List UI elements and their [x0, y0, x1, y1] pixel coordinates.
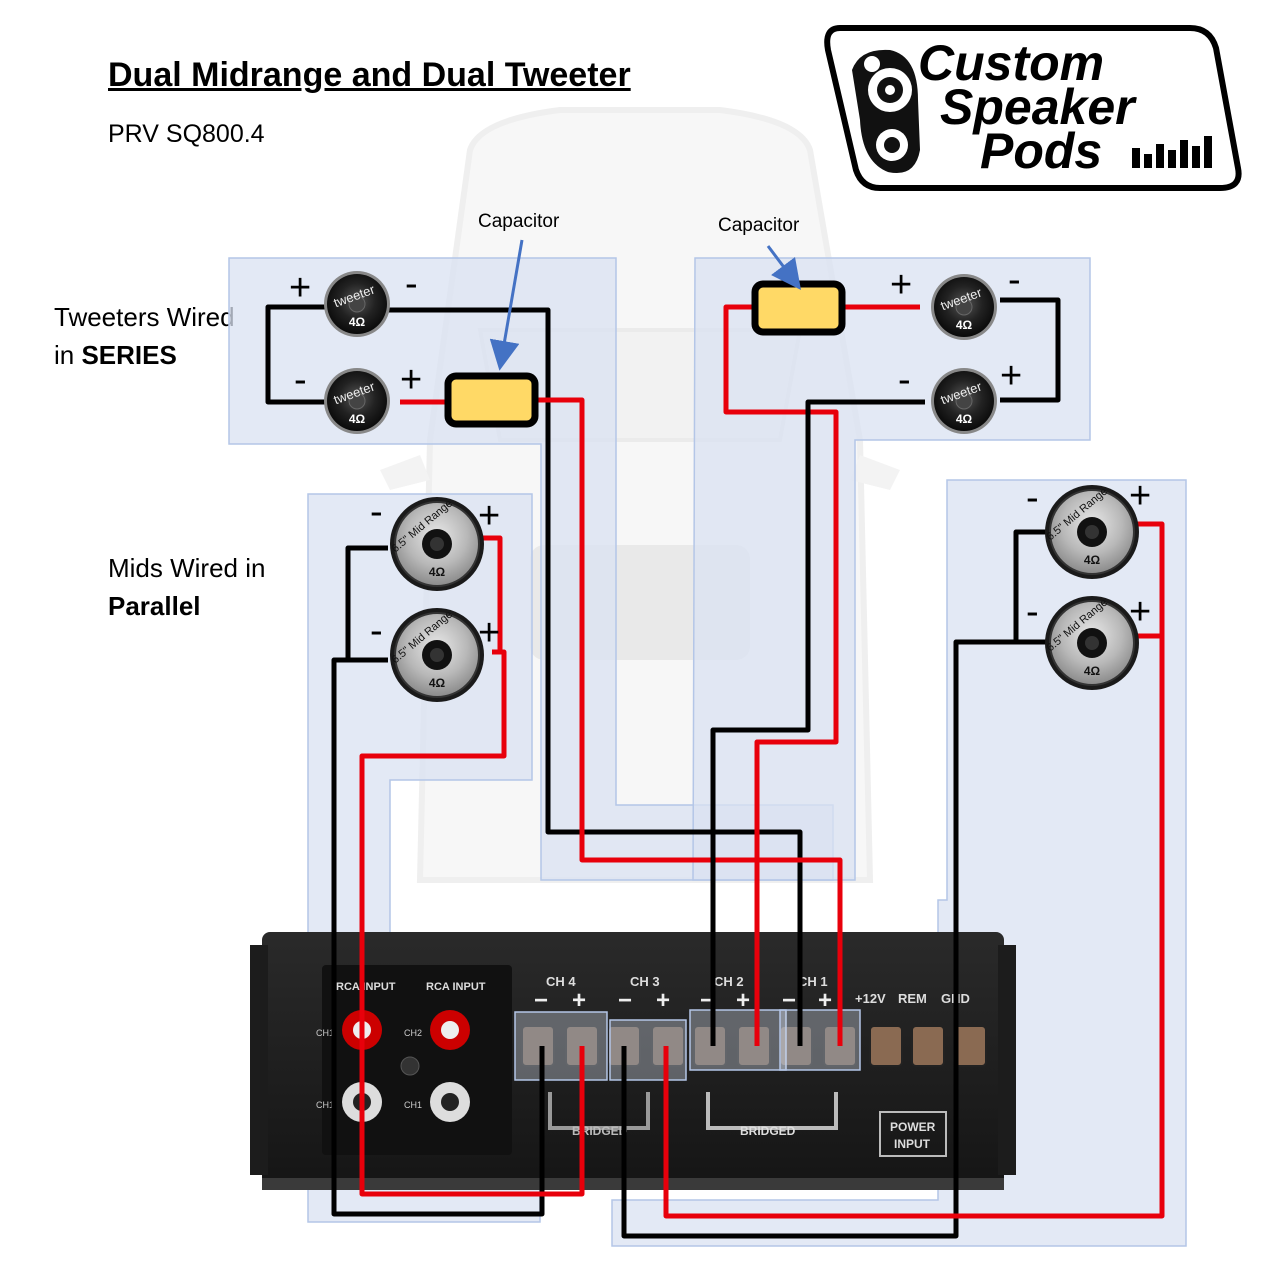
mid-right-panel	[611, 479, 1187, 1247]
power-input-label-2: INPUT	[894, 1137, 931, 1151]
lm-bottom-plus: +	[478, 612, 500, 654]
capacitor-left-label: Capacitor	[478, 211, 560, 232]
wire-lm-neg-1	[345, 545, 388, 660]
wire-lm-pos-2	[359, 649, 585, 1197]
ch3-plus-mark: +	[656, 987, 670, 1014]
tweeter-impedance: 4Ω	[956, 318, 973, 332]
page-subtitle: PRV SQ800.4	[108, 120, 265, 148]
power-12v-label: +12V	[855, 991, 886, 1006]
wire-rt-series-link	[1000, 297, 1061, 403]
lt-top-minus: -	[405, 263, 418, 305]
rm-top-minus: -	[1026, 477, 1039, 519]
lm-top-minus: -	[370, 491, 383, 533]
page-title: Dual Midrange and Dual Tweeter	[108, 56, 631, 94]
bridged-label-1: BRIDGED	[572, 1124, 628, 1138]
custom-speaker-pods-logo: Custom Speaker Pods	[824, 25, 1242, 191]
wire-lm-pos-1	[480, 535, 503, 652]
wire-lt-positive-run	[535, 397, 843, 1046]
ch3-minus-mark: −	[618, 987, 632, 1014]
rm-bottom-plus: +	[1129, 591, 1151, 633]
wire-lt-series-link	[265, 304, 330, 405]
rca-input-1-label: RCA INPUT	[336, 981, 396, 993]
mids-label: Mids Wired in Parallel	[108, 549, 265, 625]
logo-speaker-pod-graphic	[852, 49, 920, 174]
ch1-label: CH 1	[798, 974, 828, 989]
logo-line3: Pods	[980, 123, 1102, 179]
lt-bottom-minus: -	[294, 359, 307, 401]
wire-lt-negative-run	[388, 307, 803, 1046]
rca-ch-label-a: CH1	[316, 1028, 334, 1038]
capacitor-right	[751, 280, 846, 336]
rm-bottom-minus: -	[1026, 591, 1039, 633]
lt-bottom-plus: +	[400, 359, 422, 401]
logo-equalizer-icon	[1132, 136, 1212, 168]
tweeter-impedance: 4Ω	[349, 412, 366, 426]
amplifier: RCA INPUT RCA INPUT CH1 CH2 CH1 CH1 CH 4…	[250, 932, 1016, 1190]
tweeters-label-line1: Tweeters Wired	[54, 302, 235, 332]
wire-lm-neg-2	[331, 657, 545, 1217]
logo-line2: Speaker	[940, 79, 1137, 135]
ch4-plus-mark: +	[572, 987, 586, 1014]
mids-label-line2: Parallel	[108, 591, 201, 621]
speaker-polarity-marks: + - - + + - - + - + - + - + - +	[289, 259, 1151, 654]
ch4-label: CH 4	[546, 974, 576, 989]
mid-impedance: 4Ω	[429, 676, 446, 690]
power-rem-label: REM	[898, 991, 927, 1006]
tweeters-label: Tweeters Wired in SERIES	[54, 298, 235, 374]
capacitor-right-label: Capacitor	[718, 215, 800, 236]
ch3-label: CH 3	[630, 974, 660, 989]
ch2-label: CH 2	[714, 974, 744, 989]
rca-input-2-label: RCA INPUT	[426, 981, 486, 993]
rca-ch-label-c: CH1	[316, 1100, 334, 1110]
ch4-minus-mark: −	[534, 987, 548, 1014]
speaker-terminals	[521, 1025, 987, 1067]
wires	[265, 297, 1165, 1239]
capacitor-left	[444, 372, 539, 428]
terminal-polarity-marks: − + − + − + − +	[534, 987, 832, 1014]
lm-bottom-minus: -	[370, 610, 383, 652]
capacitor-left-arrow	[489, 239, 524, 371]
wire-rt-cap-positive	[723, 304, 839, 1046]
capacitor-right-arrow	[766, 245, 801, 290]
mid-impedance: 4Ω	[1084, 664, 1101, 678]
rm-top-plus: +	[1129, 475, 1151, 517]
rt-bottom-plus: +	[1000, 355, 1022, 397]
wire-rm-neg-2	[621, 639, 1046, 1239]
ch2-plus-mark: +	[736, 987, 750, 1014]
wire-rm-neg-1	[1013, 529, 1046, 642]
wire-rm-pos-2	[663, 633, 1165, 1219]
rca-ch-label-b: CH2	[404, 1028, 422, 1038]
logo-line1: Custom	[918, 35, 1104, 91]
mids-label-line1: Mids Wired in	[108, 553, 266, 583]
tweeter-impedance: 4Ω	[956, 412, 973, 426]
power-input-label-1: POWER	[890, 1120, 936, 1134]
mid-impedance: 4Ω	[1084, 553, 1101, 567]
wire-rt-negative-run	[710, 399, 925, 1046]
rca-ch-label-d: CH1	[404, 1100, 422, 1110]
wire-rm-pos-1	[1136, 521, 1165, 636]
bridged-label-2: BRIDGED	[740, 1124, 796, 1138]
tweeter-impedance: 4Ω	[349, 315, 366, 329]
rt-top-minus: -	[1008, 259, 1021, 301]
lm-top-plus: +	[478, 495, 500, 537]
lt-top-plus: +	[289, 267, 311, 309]
rt-bottom-minus: -	[898, 359, 911, 401]
mid-impedance: 4Ω	[429, 565, 446, 579]
ch1-plus-mark: +	[818, 987, 832, 1014]
ch1-minus-mark: −	[782, 987, 796, 1014]
tweeters-label-line2: in SERIES	[54, 340, 177, 370]
rt-top-plus: +	[890, 264, 912, 306]
